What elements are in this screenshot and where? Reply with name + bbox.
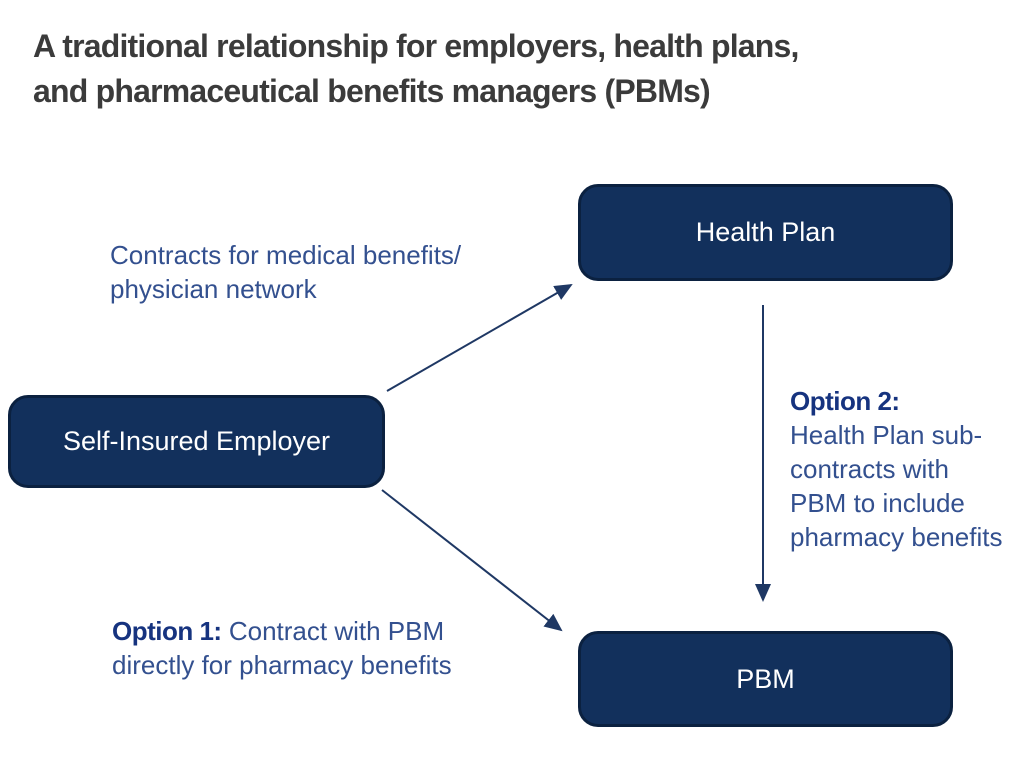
annotation-option-1: Option 1: Contract with PBM directly for… xyxy=(112,614,542,682)
annotation-medical-contracts: Contracts for medical benefits/ physicia… xyxy=(110,238,570,306)
node-self-insured-employer-label: Self-Insured Employer xyxy=(62,426,331,456)
annotation-option-2-line-3: PBM to include xyxy=(790,488,965,518)
diagram-title: A traditional relationship for employers… xyxy=(33,24,799,114)
title-line-1: A traditional relationship for employers… xyxy=(33,28,799,64)
annotation-option-1-line-2: directly for pharmacy benefits xyxy=(112,650,452,680)
annotation-option-1-line-1: Contract with PBM xyxy=(228,616,445,646)
annotation-medical-line-1: Contracts for medical benefits/ xyxy=(110,240,462,270)
annotation-option-2-line-4: pharmacy benefits xyxy=(790,522,1003,552)
annotation-medical-line-2: physician network xyxy=(110,274,317,304)
annotation-option-2: Option 2: Health Plan sub- contracts wit… xyxy=(790,384,1024,554)
annotation-option-2-line-1: Health Plan sub- xyxy=(790,420,983,450)
title-line-2: and pharmaceutical benefits managers (PB… xyxy=(33,73,711,109)
annotation-option-2-label: Option 2: xyxy=(790,386,900,416)
annotation-option-1-label: Option 1: xyxy=(112,616,222,646)
annotation-option-2-line-2: contracts with xyxy=(790,454,949,484)
node-self-insured-employer: Self-Insured Employer xyxy=(8,395,385,488)
node-pbm-label: PBM xyxy=(736,663,795,694)
node-health-plan-label: Health Plan xyxy=(695,217,836,247)
node-pbm: PBM xyxy=(578,631,953,727)
arrow-employer-to-pbm xyxy=(381,489,563,632)
node-health-plan: Health Plan xyxy=(578,184,953,281)
